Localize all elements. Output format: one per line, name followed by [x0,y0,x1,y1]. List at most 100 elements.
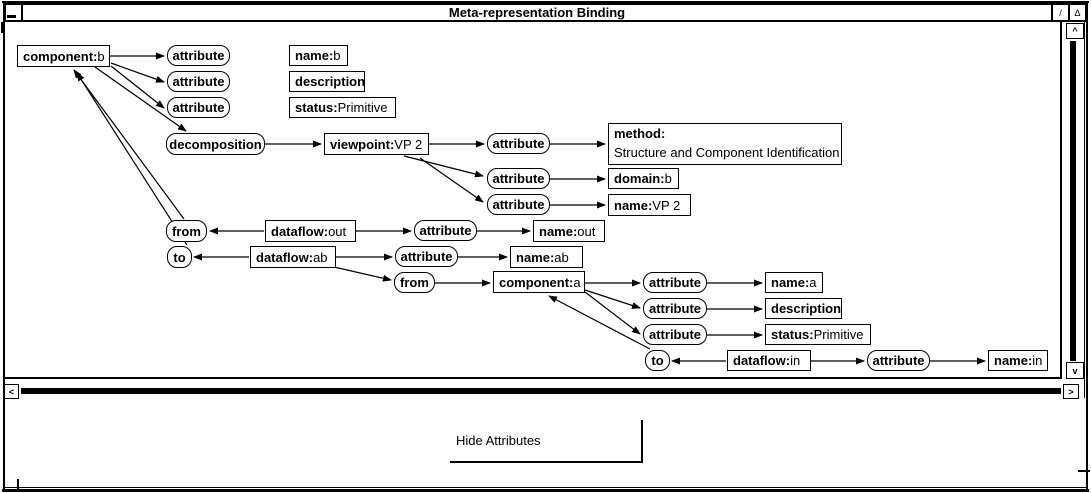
node-value: VP 2 [652,197,681,213]
node-label: domain: [614,171,665,186]
node-value: Primitive [813,327,864,342]
node-attribute[interactable]: attribute [167,45,230,66]
window-border-bottom-thin [4,487,1087,488]
node-label: description [771,301,842,316]
window-menu-button[interactable] [6,5,23,20]
node-name-b[interactable]: name: b [289,45,348,66]
node-name-ab[interactable]: name: ab [510,246,583,268]
resize-handle-bottom-right[interactable] [1078,470,1090,472]
node-attribute[interactable]: attribute [867,350,930,371]
window-border-top [2,1,1089,3]
node-label: attribute [872,353,925,368]
triangle-icon: Δ [1074,7,1081,18]
node-label: to [651,353,664,368]
chevron-up-icon: ^ [1072,26,1078,36]
node-label: name: [614,197,653,213]
node-component-b[interactable]: component: b [17,45,110,67]
node-label: attribute [172,100,225,115]
node-label: dataflow: [256,249,314,265]
node-label: name: [516,249,555,265]
node-label: attribute [649,301,701,316]
scroll-right-button[interactable]: > [1063,384,1079,399]
canvas-bottom-border [5,377,1062,379]
node-name-vp2[interactable]: name: VP 2 [608,194,691,216]
node-value: out [577,223,596,239]
node-to[interactable]: to [645,350,670,371]
node-label: dataflow: [271,223,329,239]
node-name-a[interactable]: name: a [765,272,823,293]
node-label: attribute [492,171,545,186]
node-label: name: [539,223,578,239]
node-to[interactable]: to [167,246,192,268]
minimize-icon [7,15,16,18]
hide-attributes-label: Hide Attributes [456,433,541,448]
node-label: dataflow: [733,353,791,368]
resize-handle-bottom-left[interactable] [17,479,19,492]
node-attribute[interactable]: attribute [167,71,230,92]
node-decomposition[interactable]: decomposition [166,133,265,155]
node-label: from [400,275,429,290]
node-value: VP 2 [394,136,423,152]
node-attribute[interactable]: attribute [643,272,707,293]
scroll-left-button[interactable]: < [4,384,19,399]
node-label: attribute [172,74,225,89]
node-label: component: [499,274,574,290]
node-domain-b[interactable]: domain: b [608,168,679,189]
titlebar[interactable]: Meta-representation Binding / Δ [4,3,1087,22]
node-from[interactable]: from [394,272,435,293]
chevron-left-icon: < [8,386,15,397]
node-attribute[interactable]: attribute [487,194,550,215]
node-label: name: [994,353,1033,368]
node-attribute[interactable]: attribute [643,298,707,319]
node-attribute[interactable]: attribute [487,133,550,154]
chevron-down-icon: v [1072,365,1078,376]
node-label: attribute [172,48,225,63]
window-title: Meta-representation Binding [448,5,626,20]
node-attribute[interactable]: attribute [167,97,230,118]
node-component-a[interactable]: component: a [493,271,585,293]
node-value: a [809,275,817,290]
node-value: b [97,48,105,64]
node-label: method: [614,126,666,142]
chevron-right-icon: > [1068,386,1074,397]
node-dataflow-ab[interactable]: dataflow: ab [250,246,336,268]
node-dataflow-out[interactable]: dataflow: out [265,220,356,242]
node-attribute[interactable]: attribute [643,324,707,345]
node-name-out[interactable]: name: out [533,220,605,242]
scroll-down-button[interactable]: v [1066,362,1084,379]
node-method[interactable]: method: Structure and Component Identific… [608,123,842,165]
node-value: in [790,353,801,368]
window-border-left [3,1,5,490]
node-label: attribute [419,223,472,238]
vertical-scrollbar-thumb[interactable] [1070,41,1076,361]
node-value: in [1032,353,1043,368]
resize-handle-top-left[interactable] [1,22,3,33]
node-name-in[interactable]: name: in [988,350,1048,371]
window-border-bottom [2,489,1089,492]
window-border-right [1086,1,1088,490]
node-viewpoint-vp2[interactable]: viewpoint: VP 2 [324,133,429,155]
scrollbar-track-border [1084,22,1085,398]
node-dataflow-in[interactable]: dataflow: in [727,350,811,371]
node-attribute[interactable]: attribute [487,168,550,189]
node-description-a[interactable]: description [765,298,842,319]
node-label: description [295,74,366,89]
node-value: Structure and Component Identification [614,145,840,160]
node-label: attribute [400,249,453,264]
node-attribute[interactable]: attribute [414,220,477,241]
horizontal-scrollbar-thumb[interactable] [21,388,1061,394]
window-iconify-button[interactable]: Δ [1068,5,1085,20]
node-value: Primitive [337,100,388,115]
window-resize-button[interactable]: / [1051,5,1068,20]
node-label: status: [295,100,338,115]
hide-attributes-button[interactable]: Hide Attributes [450,420,643,463]
node-description-b[interactable]: description [289,71,365,92]
node-from[interactable]: from [166,220,207,242]
node-status-a[interactable]: status: Primitive [765,324,871,345]
node-attribute[interactable]: attribute [395,246,458,267]
slash-icon: / [1059,7,1062,18]
node-status-b[interactable]: status: Primitive [289,97,396,118]
scroll-up-button[interactable]: ^ [1066,23,1084,39]
node-value: b [664,171,672,186]
